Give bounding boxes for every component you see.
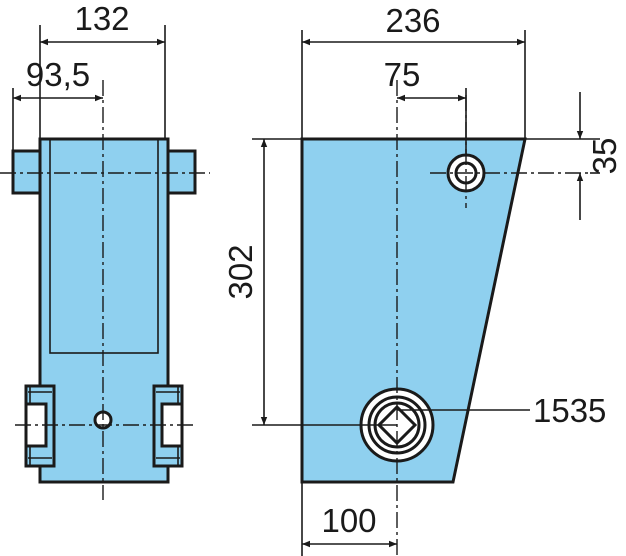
right-lug [163, 149, 197, 195]
side-view [0, 80, 210, 500]
dim-132-label: 132 [74, 0, 129, 37]
dim-100-label: 100 [321, 502, 376, 539]
dim-35: 35 [525, 92, 623, 220]
front-body [300, 137, 527, 484]
part-label-1535: 1535 [533, 392, 606, 429]
dim-132: 132 [39, 0, 166, 139]
dim-302: 302 [222, 138, 397, 426]
right-bearing [152, 384, 184, 468]
dim-236: 236 [301, 2, 526, 139]
dim-93-5: 93,5 [12, 56, 103, 151]
dim-75-label: 75 [384, 56, 421, 93]
front-view [300, 80, 590, 556]
dim-100: 100 [301, 482, 397, 556]
inner-frame [49, 138, 159, 354]
dim-35-label: 35 [586, 138, 623, 175]
left-bearing [24, 384, 56, 468]
dim-93-5-label: 93,5 [26, 56, 90, 93]
dim-75: 75 [384, 56, 467, 155]
side-body [38, 137, 170, 484]
left-lug [11, 149, 45, 195]
leader-1535: 1535 [397, 392, 606, 429]
dim-302-label: 302 [222, 244, 259, 299]
dim-236-label: 236 [385, 2, 440, 39]
